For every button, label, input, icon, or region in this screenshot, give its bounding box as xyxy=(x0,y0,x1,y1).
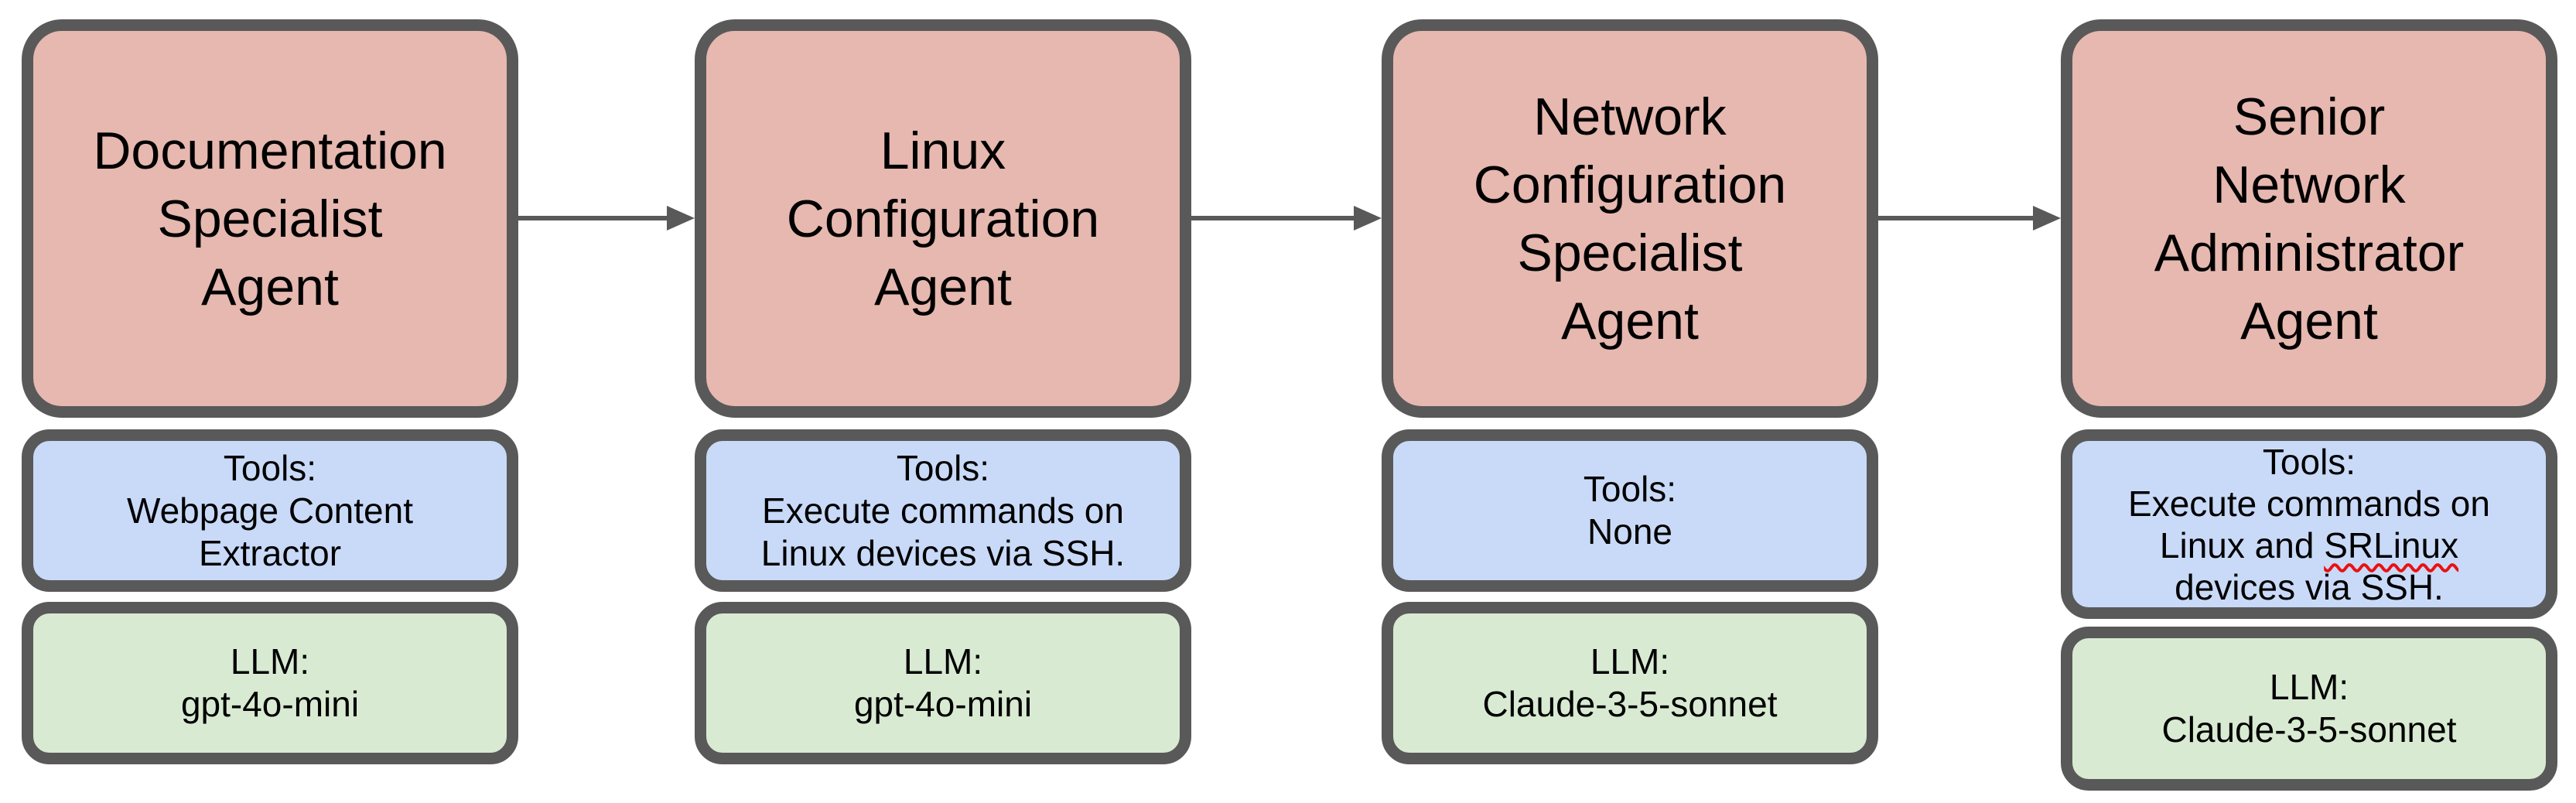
agent-name: Senior Network Administrator Agent xyxy=(2154,87,2465,350)
llm-text: LLM: Claude-3-5-sonnet xyxy=(2161,667,2457,750)
tools-text: Tools: Execute commands on Linux and SRL… xyxy=(2128,441,2490,607)
tools-text: Tools: None xyxy=(1583,469,1677,552)
arrowhead-right-icon xyxy=(667,206,695,231)
spellcheck-underline: SRLinux xyxy=(2324,525,2459,566)
llm-text: LLM: gpt-4o-mini xyxy=(180,641,360,724)
llm-box: LLM: Claude-3-5-sonnet xyxy=(1382,602,1878,764)
arrow-line xyxy=(1191,216,1354,220)
arrow-line xyxy=(1878,216,2033,220)
agent-column-linux-configuration: Linux Configuration Agent Tools: Execute… xyxy=(695,0,1191,803)
llm-box: LLM: gpt-4o-mini xyxy=(22,602,518,764)
tools-box: Tools: Execute commands on Linux devices… xyxy=(695,429,1191,592)
tools-text: Tools: Webpage Content Extractor xyxy=(127,447,413,573)
flow-arrow-2 xyxy=(1191,196,1382,240)
tools-box: Tools: Webpage Content Extractor xyxy=(22,429,518,592)
tools-box: Tools: Execute commands on Linux and SRL… xyxy=(2061,429,2557,619)
agent-column-senior-network-administrator: Senior Network Administrator Agent Tools… xyxy=(2061,0,2557,803)
llm-text: LLM: Claude-3-5-sonnet xyxy=(1482,641,1778,724)
agent-column-documentation-specialist: Documentation Specialist Agent Tools: We… xyxy=(22,0,518,803)
flow-arrow-3 xyxy=(1878,196,2061,240)
agent-name: Documentation Specialist Agent xyxy=(93,121,447,316)
agent-column-network-configuration-specialist: Network Configuration Specialist Agent T… xyxy=(1382,0,1878,803)
tools-text: Tools: Execute commands on Linux devices… xyxy=(760,447,1126,573)
flow-arrow-1 xyxy=(518,196,695,240)
llm-box: LLM: gpt-4o-mini xyxy=(695,602,1191,764)
agent-name: Linux Configuration Agent xyxy=(786,121,1100,316)
agent-box: Linux Configuration Agent xyxy=(695,19,1191,418)
llm-text: LLM: gpt-4o-mini xyxy=(853,641,1033,724)
agent-box: Documentation Specialist Agent xyxy=(22,19,518,418)
tools-box: Tools: None xyxy=(1382,429,1878,592)
arrowhead-right-icon xyxy=(2033,206,2061,231)
llm-box: LLM: Claude-3-5-sonnet xyxy=(2061,627,2557,791)
agent-box: Network Configuration Specialist Agent xyxy=(1382,19,1878,418)
arrowhead-right-icon xyxy=(1354,206,1382,231)
agent-name: Network Configuration Specialist Agent xyxy=(1473,87,1787,350)
arrow-line xyxy=(518,216,667,220)
agent-box: Senior Network Administrator Agent xyxy=(2061,19,2557,418)
